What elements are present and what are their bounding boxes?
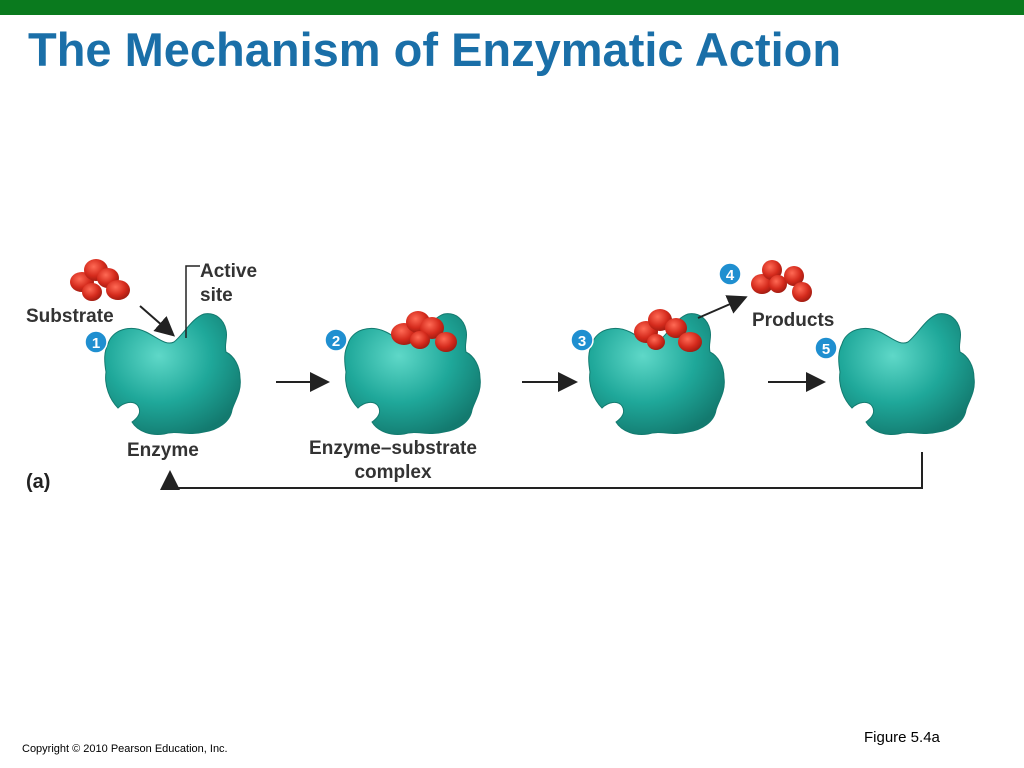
figure-reference: Figure 5.4a bbox=[864, 729, 940, 746]
substrate-arrow bbox=[139, 305, 176, 337]
panel-label: (a) bbox=[26, 471, 50, 493]
label-enzyme: Enzyme bbox=[127, 440, 199, 461]
cleaving-substrate bbox=[634, 309, 702, 352]
step-number-5: 5 bbox=[822, 341, 830, 358]
label-products: Products bbox=[752, 310, 834, 331]
enzyme-shape-1 bbox=[104, 313, 241, 435]
step-badge-3: 3 bbox=[570, 328, 594, 352]
product-release-arrow bbox=[697, 295, 748, 319]
step-badge-1: 1 bbox=[84, 330, 108, 354]
copyright-notice: Copyright © 2010 Pearson Education, Inc. bbox=[22, 743, 228, 755]
products-molecules bbox=[751, 260, 812, 302]
label-substrate: Substrate bbox=[26, 306, 114, 327]
step-badge-4: 4 bbox=[718, 262, 742, 286]
enzyme-shape-5 bbox=[838, 313, 975, 435]
top-accent-bar bbox=[0, 0, 1024, 15]
slide-title: The Mechanism of Enzymatic Action bbox=[28, 23, 842, 76]
label-active-site-2: site bbox=[200, 285, 233, 306]
bound-substrate bbox=[391, 311, 457, 352]
step-number-4: 4 bbox=[726, 267, 735, 284]
step-number-3: 3 bbox=[578, 333, 586, 350]
label-complex-1: Enzyme–substrate bbox=[309, 438, 477, 459]
step-badge-2: 2 bbox=[324, 328, 348, 352]
step-number-1: 1 bbox=[92, 335, 100, 352]
substrate-molecule bbox=[70, 259, 130, 301]
step-badge-5: 5 bbox=[814, 336, 838, 360]
recycle-arrow bbox=[160, 452, 923, 490]
label-complex-2: complex bbox=[354, 462, 432, 483]
label-active-site-1: Active bbox=[200, 261, 257, 282]
active-site-leader-line bbox=[185, 265, 200, 338]
step-number-2: 2 bbox=[332, 333, 340, 350]
